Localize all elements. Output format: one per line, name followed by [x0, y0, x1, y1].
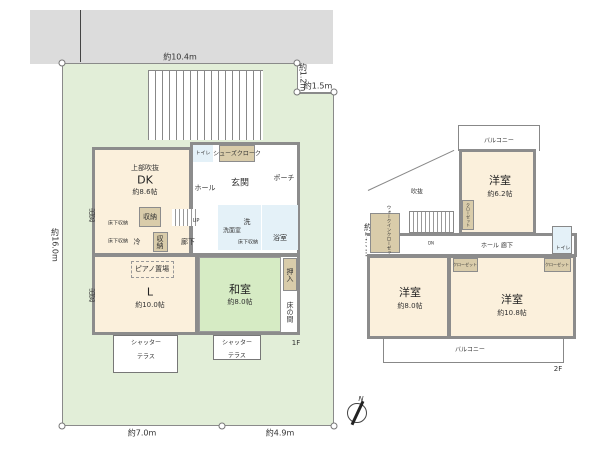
oshiire	[283, 258, 297, 291]
washitsu-size: 約8.0帖	[227, 298, 253, 306]
room2-size: 約8.0帖	[397, 302, 423, 310]
underfloor-storage: 床下収納	[237, 239, 259, 246]
living-name: L	[146, 285, 154, 299]
room1-size: 約6.2帖	[487, 190, 513, 198]
closet-label: クローゼット	[545, 262, 569, 267]
room1-name: 洋室	[489, 174, 511, 187]
toilet-label: トイレ	[195, 150, 211, 157]
bathroom	[262, 205, 298, 250]
porch-label: ポーチ	[273, 174, 295, 182]
closet-label: クローゼット	[466, 203, 471, 227]
fridge-label: 冷	[133, 238, 141, 246]
compass-north-label: N	[358, 395, 364, 403]
floor-label-1f: 1F	[291, 339, 301, 347]
oshiire-label: 押入	[286, 268, 294, 282]
piano-area	[131, 261, 174, 278]
road-width-line	[80, 10, 81, 62]
washroom-label: 洗面室	[222, 227, 242, 235]
lot-notch-line	[297, 92, 334, 94]
dim-left: 約16.0m	[50, 228, 60, 262]
bay-window: 出窓	[88, 208, 96, 222]
room3-name: 洋室	[501, 293, 523, 306]
terrace-2	[213, 335, 261, 360]
toilet-2f	[552, 226, 572, 254]
corridor-label: 廊下	[181, 238, 195, 246]
bath-label: 浴室	[273, 234, 287, 242]
shutter-label: シャッター	[130, 339, 162, 347]
walkin-closet	[370, 213, 400, 253]
tokonoma-label: 床の間	[286, 301, 294, 323]
floor-label-2f: 2F	[553, 365, 563, 373]
shoes-cloak	[219, 145, 255, 162]
dn-label: DN	[427, 240, 435, 246]
genkan-label: 玄関	[230, 178, 250, 189]
balcony-top	[458, 125, 540, 151]
storage-label: 収納	[143, 213, 157, 221]
shutter-label: シャッター	[221, 339, 253, 347]
up-label: UP	[192, 218, 200, 224]
closet	[462, 200, 474, 230]
dim-bottom-right: 約4.9m	[265, 428, 295, 438]
terrace-label: テラス	[137, 353, 155, 361]
dim-bottom-left: 約7.0m	[127, 428, 157, 438]
storage	[139, 207, 161, 227]
piano-label: ピアノ置場	[134, 265, 170, 273]
closet-label: クローゼット	[453, 262, 477, 267]
shoes-cloak-label: シューズクローク	[213, 150, 261, 158]
terrace-1	[113, 335, 178, 373]
toilet-2f-label: トイレ	[555, 245, 571, 252]
balcony-top-label: バルコニー	[484, 137, 514, 145]
compass-icon	[347, 400, 367, 426]
tatami	[199, 257, 281, 332]
balcony-bottom-label: バルコニー	[455, 346, 485, 354]
room2-name: 洋室	[399, 286, 421, 299]
underfloor-storage: 床下収納	[107, 238, 129, 245]
washitsu-name: 和室	[229, 283, 251, 296]
living-size: 約10.0帖	[135, 301, 165, 309]
void-label: 吹抜	[410, 188, 424, 196]
dim-top: 約10.4m	[163, 52, 197, 62]
hall-2f-label: ホール 廊下	[481, 242, 513, 250]
storage-2	[153, 232, 168, 252]
washer-label: 洗	[243, 218, 251, 226]
storage2-label: 収納	[156, 235, 164, 249]
dim-notch-v: 約1.2m	[298, 62, 308, 92]
walkin-label: ウォークインクローゼット	[386, 205, 391, 259]
bay-window: 出窓	[88, 288, 96, 302]
dk-void-label: 上部吹抜	[131, 164, 159, 172]
room-dk	[92, 147, 192, 256]
room3-size: 約10.8帖	[497, 309, 527, 317]
terrace-label: テラス	[228, 352, 246, 360]
balcony-bottom	[383, 338, 564, 363]
dk-size: 約8.6帖	[132, 188, 158, 196]
closet	[453, 258, 478, 272]
underfloor-storage: 床下収納	[107, 220, 129, 227]
room-8-0	[367, 255, 450, 339]
dim-notch-h: 約1.5m	[303, 81, 333, 91]
stairs-2f	[409, 211, 454, 233]
void-line	[367, 149, 455, 191]
washroom	[218, 205, 261, 250]
hall-label: ホール	[194, 184, 216, 192]
closet	[544, 258, 571, 272]
approach-steps	[148, 70, 263, 140]
room-living	[92, 254, 198, 335]
dk-name: DK	[137, 173, 153, 187]
stairs	[172, 209, 196, 226]
toilet	[193, 145, 213, 162]
